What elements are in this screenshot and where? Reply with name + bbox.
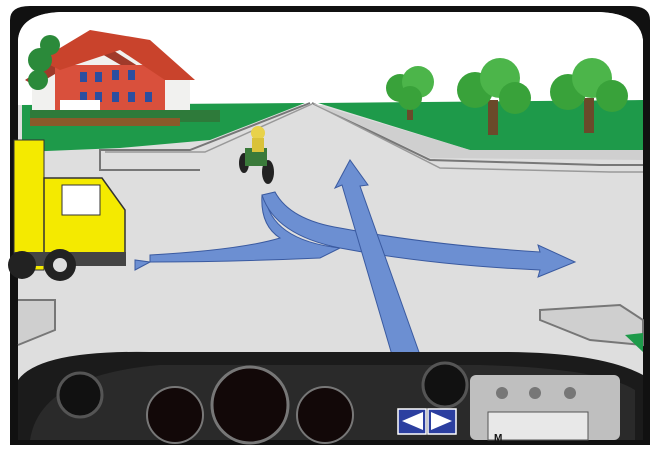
radio-label: M — [494, 433, 502, 444]
dashboard: M — [18, 352, 643, 444]
next-button[interactable] — [428, 409, 456, 434]
prev-button[interactable] — [398, 409, 426, 434]
